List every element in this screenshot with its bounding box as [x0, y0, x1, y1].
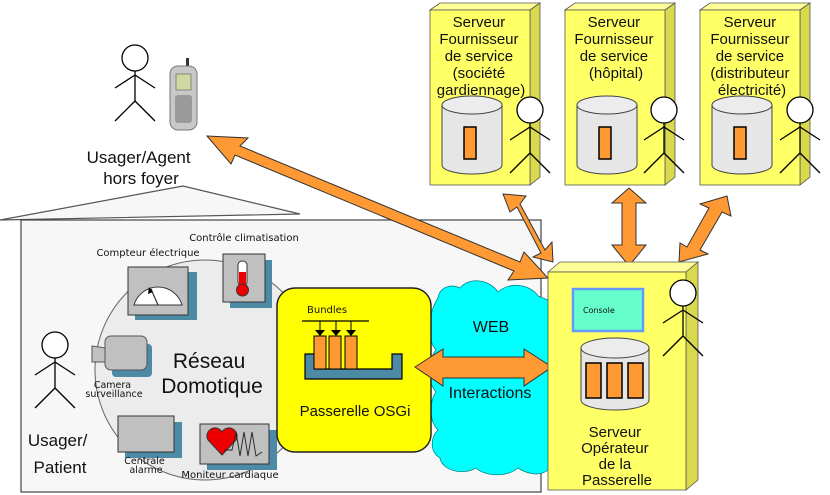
- gauge-icon: [133, 286, 183, 306]
- provider-3-arrow: [678, 195, 732, 263]
- device-alarm: Centrale alarme: [117, 415, 182, 476]
- provider-server-2: Serveur Fournisseur de service (hôpital): [563, 2, 685, 186]
- device-heart-label: Moniteur cardiaque: [181, 470, 278, 481]
- provider-server-1: Serveur Fournisseur de service (société …: [428, 2, 551, 186]
- patient-label: Usager/ Patient: [28, 431, 92, 477]
- device-climate-control: Contrôle climatisation: [189, 232, 299, 308]
- camera-icon: [104, 335, 148, 371]
- bundles-label: Bundles: [307, 305, 347, 316]
- console-panel: [571, 287, 645, 333]
- provider-server-3-label: Serveur Fournisseur de service (distribu…: [710, 14, 793, 99]
- provider-server-2-label: Serveur Fournisseur de service (hôpital): [574, 14, 657, 82]
- device-camera-label: Camera surveillance: [85, 380, 142, 400]
- web-label: WEB: [473, 319, 509, 336]
- remote-user-label: Usager/Agent hors foyer: [87, 148, 196, 188]
- device-heart-monitor: Moniteur cardiaque: [181, 423, 279, 481]
- network-center-label: Réseau Domotique: [161, 350, 263, 398]
- provider-1-arrow: [502, 193, 554, 263]
- device-camera: Camera surveillance: [85, 335, 152, 400]
- device-climate-label: Contrôle climatisation: [189, 232, 299, 244]
- database-icon: [576, 95, 638, 175]
- interactions-label: Interactions: [449, 385, 532, 402]
- mobile-phone-icon: [169, 58, 198, 131]
- alarm-panel-icon: [117, 415, 175, 453]
- device-alarm-label: Centrale alarme: [124, 456, 167, 476]
- operator-server: Console Serveur Opérateur de la Passerel…: [546, 261, 704, 491]
- provider-server-3: Serveur Fournisseur de service (distribu…: [698, 2, 821, 186]
- operator-server-label: Serveur Opérateur de la Passerelle: [581, 424, 653, 489]
- device-meter-label: Compteur électrique: [96, 247, 199, 259]
- house-roof: [0, 185, 301, 221]
- database-icon: [580, 337, 650, 411]
- device-electric-meter: Compteur électrique: [96, 247, 200, 320]
- gateway-label: Passerelle OSGi: [300, 403, 411, 420]
- console-label: Console: [583, 306, 615, 315]
- bundles-icon: [302, 320, 403, 380]
- provider-server-1-label: Serveur Fournisseur de service (société …: [437, 14, 525, 99]
- provider-2-arrow: [610, 187, 648, 267]
- remote-user-actor-icon: [114, 44, 156, 122]
- database-icon: [711, 95, 773, 175]
- database-icon: [441, 95, 503, 175]
